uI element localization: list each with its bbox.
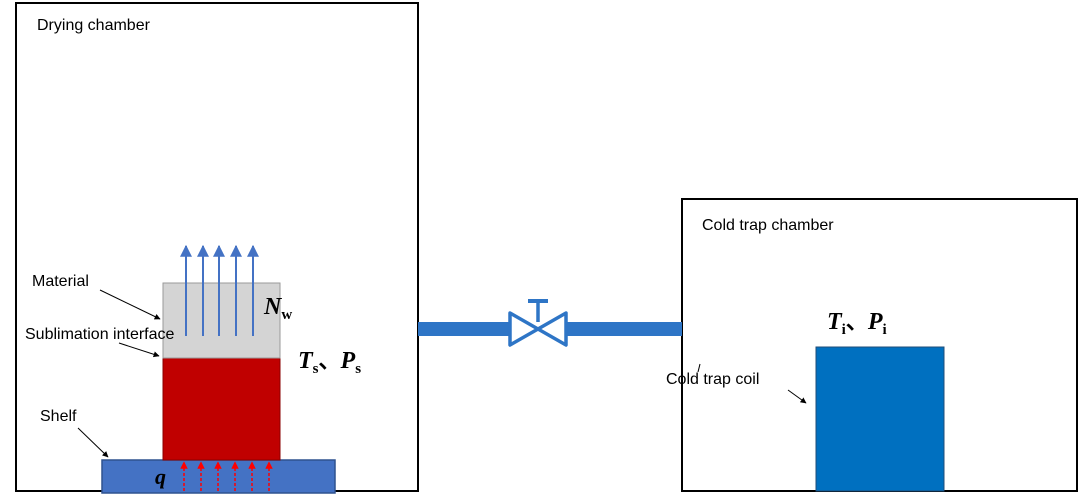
heat-flux-symbol: q [155,464,166,489]
sublimation-interface-label: Sublimation interface [25,326,175,343]
vapor-flux-symbol: Nw [263,294,292,323]
cold-trap-coil-tick [697,363,701,373]
shelf [101,459,336,494]
cold-trap-coil-label: Cold trap coil [666,371,759,388]
shelf-leader [77,427,109,458]
vapor-flow-arrows [180,244,259,336]
butterfly-valve-icon [508,299,568,347]
cold-trap-coil [815,346,945,492]
coil-temp-pressure-symbol: Ti、Pi [827,309,887,338]
material-block [162,282,281,359]
material-leader [99,289,161,320]
interface-temp-pressure-symbol: Ts、Ps [298,348,361,377]
dried-layer [162,357,281,461]
cold-trap-coil-leader [787,389,807,404]
sublimation-interface-leader [118,342,160,358]
drying-chamber-title: Drying chamber [37,17,151,34]
cold-trap-chamber-title: Cold trap chamber [702,217,834,234]
material-label: Material [32,273,89,290]
shelf-label: Shelf [40,408,77,425]
